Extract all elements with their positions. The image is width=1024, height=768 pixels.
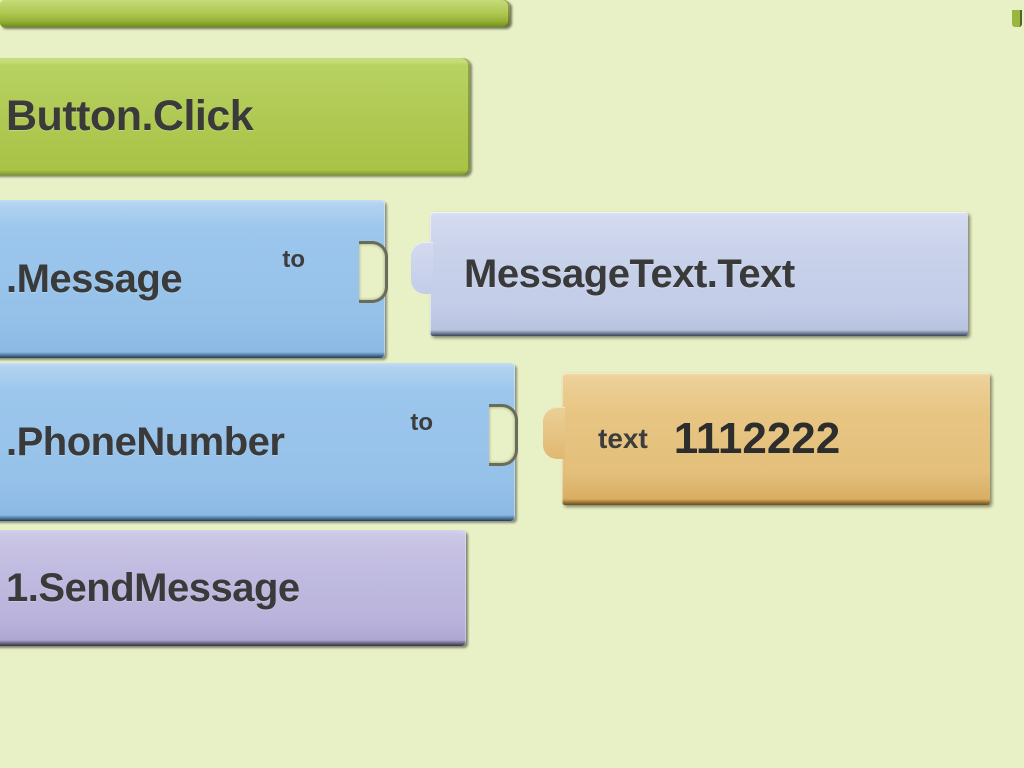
call-block-label: 1.SendMessage: [6, 565, 300, 610]
text-block-keyword: text: [598, 423, 648, 454]
event-block-label: Button.Click: [6, 92, 254, 140]
text-literal-block[interactable]: text 1112222: [543, 373, 990, 505]
call-block-sendmessage[interactable]: 1.SendMessage: [0, 530, 466, 646]
event-block-bottom-bar[interactable]: [0, 0, 510, 27]
left-plug-icon: [543, 407, 565, 459]
text-block-value-field[interactable]: 1112222: [673, 414, 841, 463]
setter-block-phonenumber-to-label: to: [410, 409, 433, 436]
setter-block-message-to-label: to: [282, 246, 305, 273]
getter-block-messagetext-text[interactable]: MessageText.Text: [411, 212, 968, 336]
value-socket-phonenumber[interactable]: [489, 404, 518, 466]
setter-block-message-label: .Message: [6, 256, 183, 301]
setter-block-phonenumber-label: .PhoneNumber: [6, 419, 285, 464]
event-block-button-click[interactable]: Button.Click: [0, 58, 470, 175]
left-plug-icon: [411, 242, 433, 294]
setter-block-message[interactable]: .Message to: [0, 200, 388, 358]
setter-block-phonenumber[interactable]: .PhoneNumber to: [0, 363, 518, 521]
getter-block-label: MessageText.Text: [464, 251, 795, 296]
value-socket-message[interactable]: [359, 241, 388, 303]
